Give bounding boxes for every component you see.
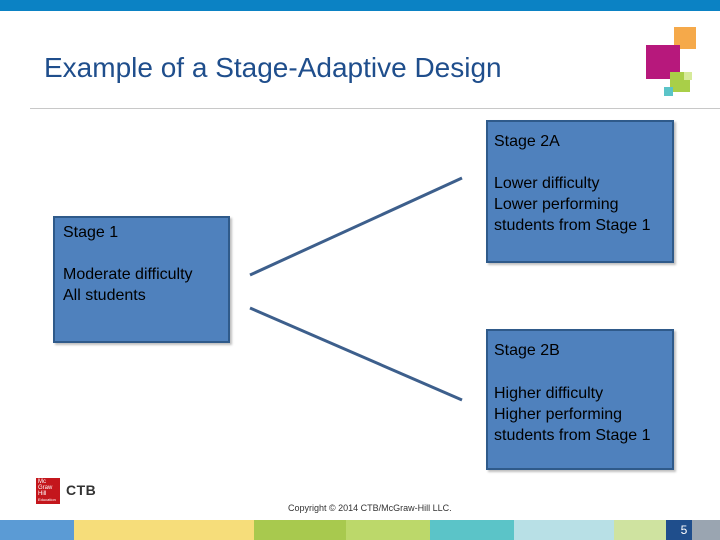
footer-segment	[614, 520, 666, 540]
decor-square-teal	[664, 87, 673, 96]
footer-segment	[692, 520, 720, 540]
stage-1-line: All students	[63, 287, 146, 304]
footer-color-bar	[0, 520, 720, 540]
stage-2a-box: Stage 2A Lower difficulty Lower performi…	[486, 120, 674, 263]
footer-segment	[430, 520, 514, 540]
stage-2a-heading: Stage 2A	[494, 133, 560, 150]
footer-segment	[74, 520, 254, 540]
footer-segment	[666, 520, 692, 540]
copyright-notice: Copyright © 2014 CTB/McGraw-Hill LLC.	[288, 503, 452, 513]
stage-1-heading: Stage 1	[63, 224, 119, 241]
stage-1-box: Stage 1 Moderate difficulty All students	[53, 216, 230, 343]
footer-segment	[0, 520, 74, 540]
page-number: 5	[680, 523, 688, 537]
connector-to-stage-2a	[249, 176, 463, 277]
footer-segment	[514, 520, 614, 540]
stage-2a-line: students from Stage 1	[494, 217, 651, 234]
stage-2b-line: Higher performing	[494, 406, 623, 423]
connector-to-stage-2b	[249, 306, 463, 402]
stage-2b-heading: Stage 2B	[494, 342, 560, 359]
stage-2a-line: Lower performing	[494, 196, 619, 213]
stage-2b-box: Stage 2B Higher difficulty Higher perfor…	[486, 329, 674, 470]
stage-2a-line: Lower difficulty	[494, 175, 600, 192]
footer-segment	[254, 520, 346, 540]
stage-2b-line: students from Stage 1	[494, 427, 651, 444]
stage-1-line: Moderate difficulty	[63, 266, 193, 283]
footer-segment	[346, 520, 430, 540]
stage-2b-line: Higher difficulty	[494, 385, 604, 402]
mcgraw-hill-education-mark: Mc Graw Hill Education	[36, 478, 60, 504]
decor-square-lightgreen	[684, 72, 692, 80]
ctb-wordmark: CTB	[66, 482, 97, 498]
top-accent-bar	[0, 0, 720, 11]
decor-square-orange	[674, 27, 696, 49]
title-divider	[30, 108, 720, 109]
slide-title: Example of a Stage-Adaptive Design	[44, 52, 502, 83]
